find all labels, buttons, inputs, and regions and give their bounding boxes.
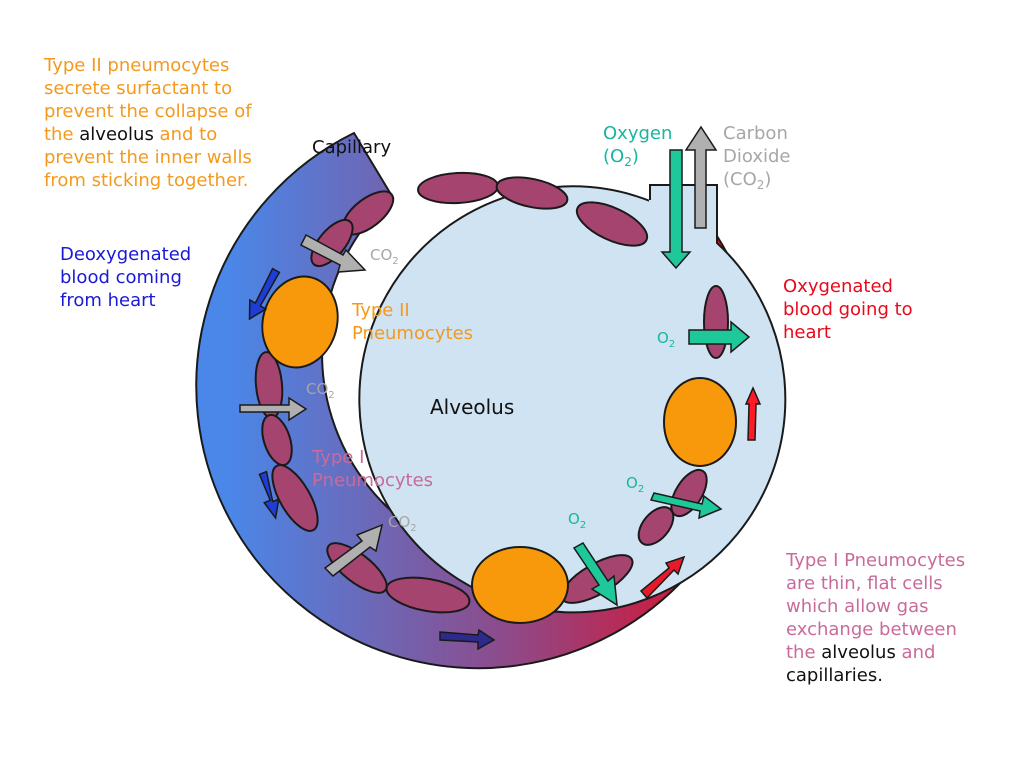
type1-cells-label: Type I Pneumocytes (311, 447, 433, 491)
type2-note-line: prevent the inner walls (44, 147, 252, 168)
alveolus-label: Alveolus (430, 395, 514, 419)
o2-label: O2 (657, 329, 675, 350)
o2-label: O2 (568, 510, 586, 531)
svg-text:which allow gas: which allow gas (786, 596, 928, 617)
svg-text:Carbon: Carbon (723, 123, 788, 144)
svg-text:Pneumocytes: Pneumocytes (352, 323, 473, 344)
svg-text:Oxygen: Oxygen (603, 123, 672, 144)
svg-text:blood going to: blood going to (783, 299, 913, 320)
type1-pneumocytes (254, 171, 729, 614)
oxygen-label: Oxygen (O2) (603, 123, 672, 169)
type2-note-line: secrete surfactant to (44, 78, 232, 99)
o2-arrows (572, 149, 751, 607)
svg-text:from heart: from heart (60, 290, 156, 311)
svg-text:blood coming: blood coming (60, 267, 182, 288)
svg-text:Type II: Type II (351, 300, 410, 321)
co2-label: CO2 (370, 246, 399, 267)
svg-text:Pneumocytes: Pneumocytes (312, 470, 433, 491)
type2-pneumocytes (261, 275, 737, 624)
svg-text:the alveolus and: the alveolus and (786, 642, 935, 663)
svg-text:are thin, flat cells: are thin, flat cells (786, 573, 943, 594)
svg-text:exchange between: exchange between (786, 619, 957, 640)
svg-text:(CO2): (CO2) (723, 169, 771, 192)
type2-note-line: the alveolus and to (44, 124, 217, 145)
svg-text:(O2): (O2) (603, 146, 639, 169)
oxygenated-label: Oxygenated blood going to heart (783, 276, 913, 343)
svg-text:Oxygenated: Oxygenated (783, 276, 893, 297)
svg-text:Dioxide: Dioxide (723, 146, 790, 167)
co2-arrows (239, 125, 718, 578)
type1-note: Type I Pneumocytes are thin, flat cells … (785, 550, 965, 686)
svg-text:capillaries.: capillaries. (786, 665, 883, 686)
type2-note-line: prevent the collapse of (44, 101, 252, 122)
svg-text:Type I: Type I (311, 447, 364, 468)
type2-note-line: Type II pneumocytes (43, 55, 229, 76)
carbon-dioxide-label: Carbon Dioxide (CO2) (723, 123, 790, 192)
svg-text:heart: heart (783, 322, 831, 343)
co2-label: CO2 (388, 513, 417, 534)
svg-text:Deoxygenated: Deoxygenated (60, 244, 191, 265)
type2-note: Type II pneumocytes secrete surfactant t… (43, 55, 252, 191)
capillary-label: Capillary (312, 137, 391, 158)
type2-note-line: from sticking together. (44, 170, 249, 191)
blood-flow-arrows (248, 267, 762, 651)
type2-cells-label: Type II Pneumocytes (351, 300, 473, 344)
deoxygenated-label: Deoxygenated blood coming from heart (60, 244, 191, 311)
o2-label: O2 (626, 474, 644, 495)
co2-label: CO2 (306, 380, 335, 401)
svg-text:Type I Pneumocytes: Type I Pneumocytes (785, 550, 965, 571)
